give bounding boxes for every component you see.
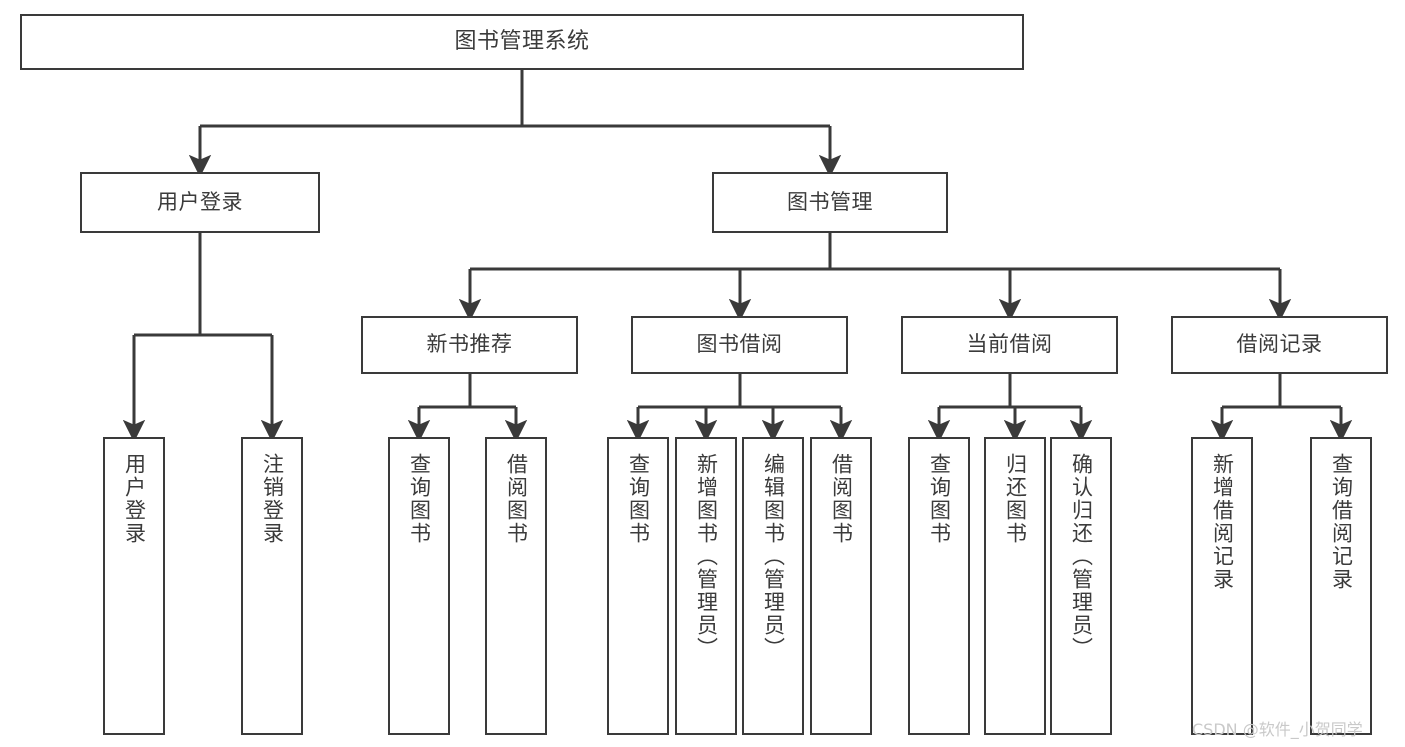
node-new-book-rec-label: 新书推荐: [426, 332, 513, 357]
node-book-borrow[interactable]: 图书借阅: [631, 316, 848, 374]
node-leaf-user-login-label: 用户登录: [122, 453, 147, 545]
node-leaf-query-book-2[interactable]: 查询图书: [607, 437, 669, 735]
node-leaf-user-login[interactable]: 用户登录: [103, 437, 165, 735]
csdn-watermark: CSDN @软件_小贺同学: [1192, 720, 1363, 739]
node-leaf-borrow-book-2-label: 借阅图书: [829, 453, 854, 545]
node-leaf-add-book[interactable]: 新增图书（管理员）: [675, 437, 737, 735]
node-current-borrow-label: 当前借阅: [966, 332, 1053, 357]
node-leaf-edit-book[interactable]: 编辑图书（管理员）: [742, 437, 804, 735]
node-book-manage-label: 图书管理: [787, 189, 873, 214]
node-leaf-borrow-book-1-label: 借阅图书: [504, 453, 529, 545]
node-borrow-record[interactable]: 借阅记录: [1171, 316, 1388, 374]
node-leaf-query-book-1[interactable]: 查询图书: [388, 437, 450, 735]
node-borrow-record-label: 借阅记录: [1236, 332, 1323, 357]
node-leaf-query-record-label: 查询借阅记录: [1329, 453, 1354, 591]
node-current-borrow[interactable]: 当前借阅: [901, 316, 1118, 374]
node-leaf-confirm-return-label: 确认归还（管理员）: [1069, 453, 1094, 660]
node-leaf-query-record[interactable]: 查询借阅记录: [1310, 437, 1372, 735]
node-leaf-add-record[interactable]: 新增借阅记录: [1191, 437, 1253, 735]
node-root-label: 图书管理系统: [454, 28, 590, 54]
node-leaf-query-book-3[interactable]: 查询图书: [908, 437, 970, 735]
node-leaf-return-book[interactable]: 归还图书: [984, 437, 1046, 735]
node-leaf-query-book-1-label: 查询图书: [407, 453, 432, 545]
node-book-manage[interactable]: 图书管理: [712, 172, 948, 233]
node-leaf-user-logout-label: 注销登录: [260, 453, 285, 545]
node-leaf-edit-book-label: 编辑图书（管理员）: [761, 453, 786, 660]
node-leaf-borrow-book-2[interactable]: 借阅图书: [810, 437, 872, 735]
node-leaf-borrow-book-1[interactable]: 借阅图书: [485, 437, 547, 735]
node-leaf-query-book-2-label: 查询图书: [626, 453, 651, 545]
node-leaf-confirm-return[interactable]: 确认归还（管理员）: [1050, 437, 1112, 735]
node-new-book-rec[interactable]: 新书推荐: [361, 316, 578, 374]
node-leaf-add-record-label: 新增借阅记录: [1210, 453, 1235, 591]
node-leaf-user-logout[interactable]: 注销登录: [241, 437, 303, 735]
node-leaf-return-book-label: 归还图书: [1003, 453, 1028, 545]
node-leaf-add-book-label: 新增图书（管理员）: [694, 453, 719, 660]
node-root[interactable]: 图书管理系统: [20, 14, 1024, 70]
node-leaf-query-book-3-label: 查询图书: [927, 453, 952, 545]
node-user-login[interactable]: 用户登录: [80, 172, 320, 233]
node-user-login-label: 用户登录: [157, 189, 243, 214]
node-book-borrow-label: 图书借阅: [696, 332, 783, 357]
